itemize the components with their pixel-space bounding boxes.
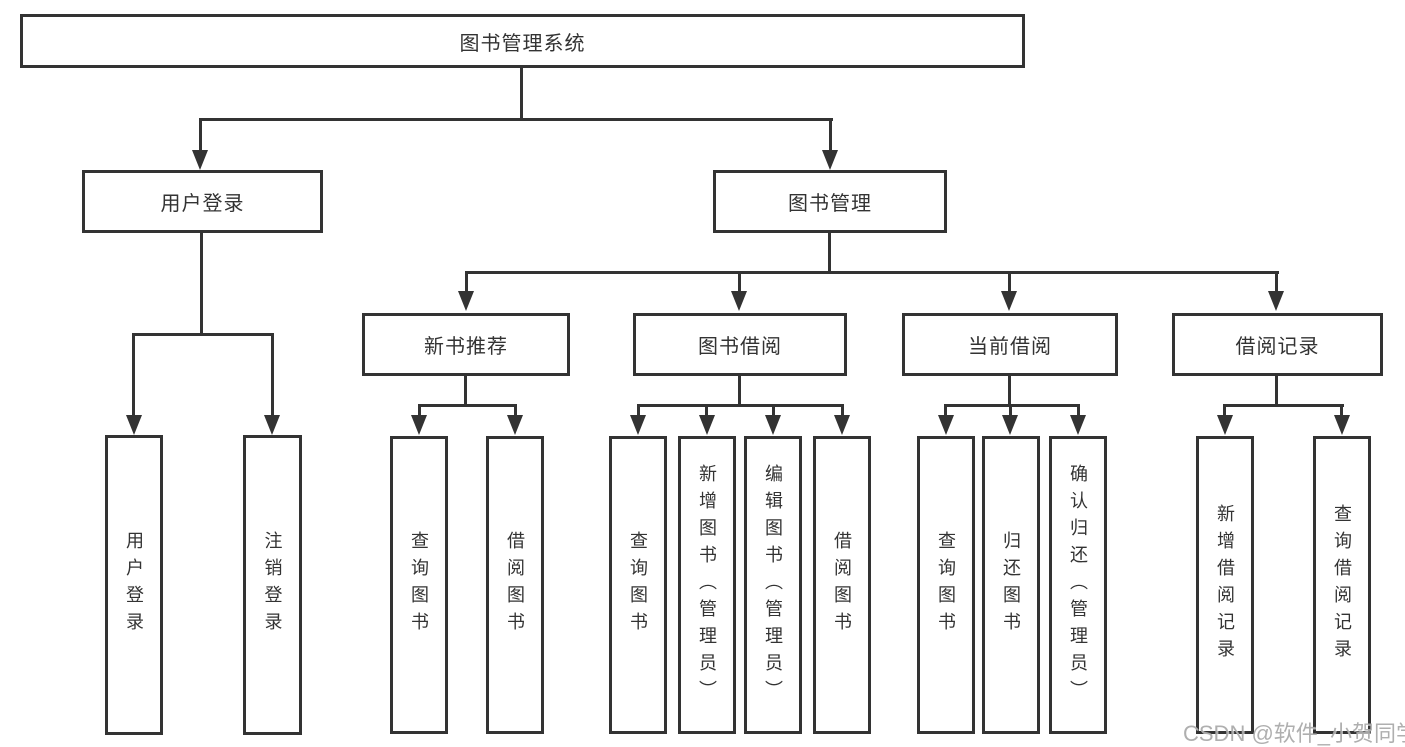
- node-label: 图书管理: [788, 193, 872, 215]
- edge-line: [738, 376, 741, 406]
- edge-line: [944, 404, 947, 417]
- leaf-node-query-books-2: 查询图书: [609, 436, 667, 734]
- leaf-label: 查询图书: [409, 531, 429, 639]
- leaf-label: 查询图书: [628, 531, 648, 639]
- watermark: CSDN @软件_小贺同学: [1183, 721, 1405, 746]
- leaf-label: 借阅图书: [832, 531, 852, 639]
- edge-line: [1008, 376, 1011, 406]
- leaf-label: 查询借阅记录: [1332, 504, 1352, 666]
- edge-line: [705, 404, 708, 417]
- arrow-down-icon: [765, 415, 781, 435]
- leaf-node-add-books-admin: 新增图书（管理员）: [678, 436, 736, 734]
- edge-line: [199, 118, 833, 121]
- leaf-node-borrow-books-1: 借阅图书: [486, 436, 544, 734]
- arrow-down-icon: [458, 291, 474, 311]
- edge-line: [738, 271, 741, 293]
- edge-line: [199, 118, 202, 152]
- edge-line: [772, 404, 775, 417]
- edge-line: [465, 271, 468, 293]
- leaf-label: 借阅图书: [505, 531, 525, 639]
- edge-line: [1009, 404, 1012, 417]
- leaf-label: 新增图书（管理员）: [697, 463, 717, 707]
- leaf-label: 归还图书: [1001, 531, 1021, 639]
- leaf-node-query-books-1: 查询图书: [390, 436, 448, 734]
- leaf-label: 查询图书: [936, 531, 956, 639]
- arrow-down-icon: [1001, 291, 1017, 311]
- edge-line: [200, 233, 203, 336]
- leaf-node-add-borrow-record: 新增借阅记录: [1196, 436, 1254, 734]
- node-label: 用户登录: [160, 193, 245, 215]
- leaf-node-confirm-return-admin: 确认归还（管理员）: [1049, 436, 1107, 734]
- leaf-node-return-books: 归还图书: [982, 436, 1040, 734]
- arrow-down-icon: [126, 415, 142, 435]
- edge-line: [271, 333, 274, 417]
- leaf-node-query-books-3: 查询图书: [917, 436, 975, 734]
- node-borrow-records: 借阅记录: [1172, 313, 1383, 376]
- node-label: 当前借阅: [968, 336, 1052, 358]
- leaf-node-user-login: 用户登录: [105, 435, 163, 735]
- arrow-down-icon: [1217, 415, 1233, 435]
- arrow-down-icon: [411, 415, 427, 435]
- node-book-borrow: 图书借阅: [633, 313, 847, 376]
- arrow-down-icon: [731, 291, 747, 311]
- node-current-borrow: 当前借阅: [902, 313, 1118, 376]
- edge-line: [1275, 376, 1278, 406]
- edge-line: [514, 404, 517, 417]
- arrow-down-icon: [1002, 415, 1018, 435]
- edge-line: [1223, 404, 1226, 417]
- edge-line: [520, 68, 523, 120]
- leaf-label: 新增借阅记录: [1215, 504, 1235, 666]
- edge-line: [1008, 271, 1011, 293]
- node-label: 借阅记录: [1235, 336, 1320, 358]
- leaf-node-edit-books-admin: 编辑图书（管理员）: [744, 436, 802, 734]
- arrow-down-icon: [699, 415, 715, 435]
- edge-line: [1223, 404, 1344, 407]
- leaf-label: 确认归还（管理员）: [1068, 463, 1088, 707]
- arrow-down-icon: [1070, 415, 1086, 435]
- edge-line: [1077, 404, 1080, 417]
- edge-line: [841, 404, 844, 417]
- arrow-down-icon: [1268, 291, 1284, 311]
- node-label: 新书推荐: [424, 336, 508, 358]
- leaf-node-query-borrow-record: 查询借阅记录: [1313, 436, 1371, 734]
- leaf-node-logout: 注销登录: [243, 435, 302, 735]
- edge-line: [132, 333, 135, 417]
- node-new-book-recommend: 新书推荐: [362, 313, 570, 376]
- arrow-down-icon: [192, 150, 208, 170]
- edge-line: [944, 404, 1080, 407]
- node-label: 图书借阅: [698, 336, 782, 358]
- arrow-down-icon: [264, 415, 280, 435]
- arrow-down-icon: [834, 415, 850, 435]
- edge-line: [1275, 271, 1278, 293]
- edge-line: [465, 271, 1279, 274]
- leaf-node-borrow-books-2: 借阅图书: [813, 436, 871, 734]
- leaf-label: 用户登录: [124, 531, 144, 639]
- arrow-down-icon: [822, 150, 838, 170]
- arrow-down-icon: [938, 415, 954, 435]
- node-user-login: 用户登录: [82, 170, 323, 233]
- leaf-label: 注销登录: [262, 531, 283, 639]
- edge-line: [464, 376, 467, 406]
- arrow-down-icon: [630, 415, 646, 435]
- arrow-down-icon: [1334, 415, 1350, 435]
- leaf-label: 编辑图书（管理员）: [763, 463, 783, 707]
- node-root-library-system: 图书管理系统: [20, 14, 1025, 68]
- node-book-management: 图书管理: [713, 170, 947, 233]
- edge-line: [637, 404, 640, 417]
- edge-line: [132, 333, 274, 336]
- arrow-down-icon: [507, 415, 523, 435]
- node-label: 图书管理系统: [459, 32, 586, 55]
- edge-line: [829, 118, 832, 152]
- edge-line: [637, 404, 844, 407]
- edge-line: [828, 233, 831, 274]
- edge-line: [418, 404, 421, 417]
- edge-line: [418, 404, 517, 407]
- edge-line: [1340, 404, 1343, 417]
